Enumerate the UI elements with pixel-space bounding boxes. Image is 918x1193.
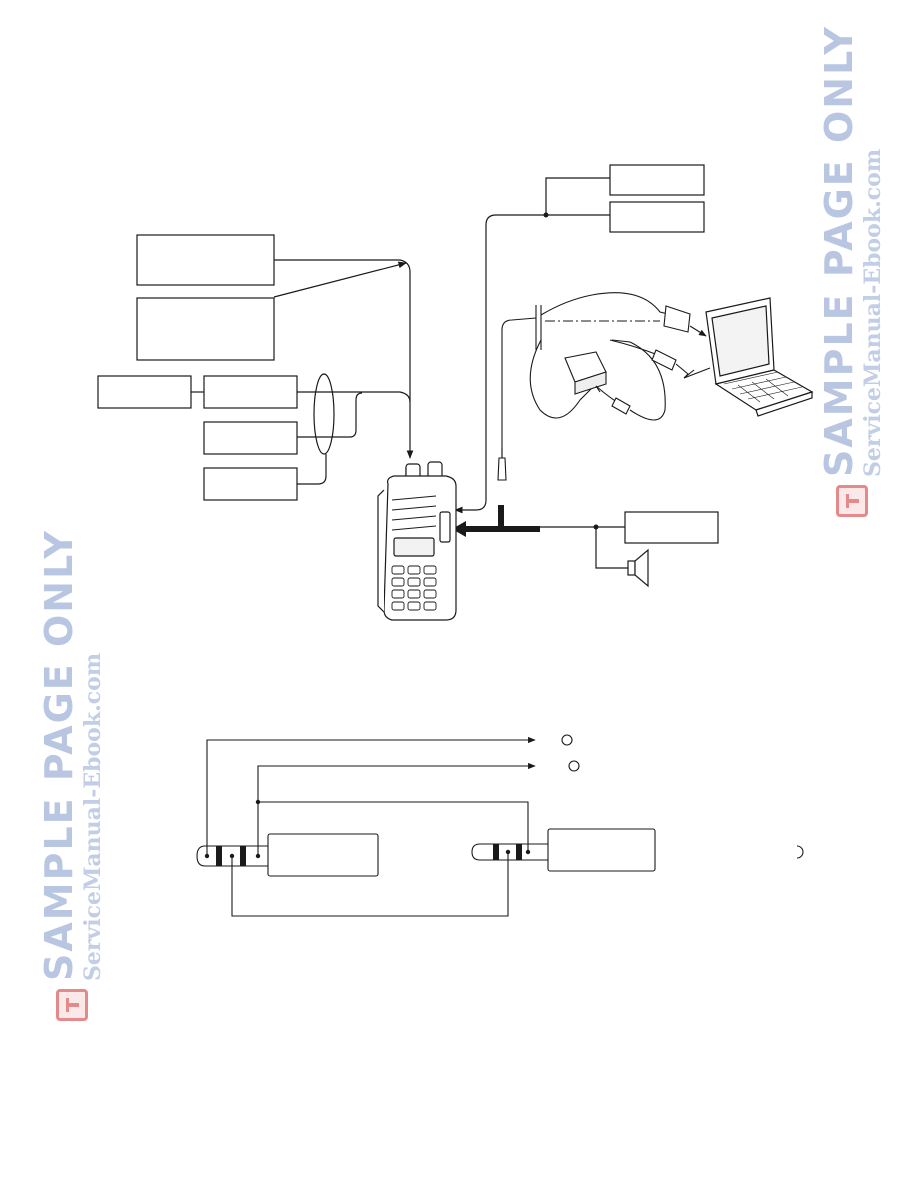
wire-pin4 <box>231 852 509 917</box>
line-box5-bundle <box>297 392 363 438</box>
side-jack-arrow <box>452 505 540 537</box>
watermark-right: SAMPLE PAGE ONLY ServiceManual-Ebook.com <box>817 25 886 517</box>
laptop-icon <box>705 297 814 417</box>
pin-marker-2 <box>568 760 580 772</box>
line-box2-radio <box>273 261 407 298</box>
watermark-line2: ServiceManual-Ebook.com <box>80 652 106 981</box>
label-box-8 <box>609 201 705 233</box>
speaker-icon <box>627 548 649 588</box>
manual-book-logo-icon <box>836 485 868 517</box>
watermark-line2: ServiceManual-Ebook.com <box>860 148 886 477</box>
label-box-9 <box>624 511 719 544</box>
line-box7-junction <box>545 177 610 215</box>
pin-marker-1 <box>561 734 573 746</box>
junction-dot-speaker <box>593 524 599 530</box>
pin-marker-3 <box>796 845 804 859</box>
bundle-ellipse <box>313 373 335 455</box>
wire-pin2 <box>257 762 536 856</box>
wire-pin1 <box>206 736 536 856</box>
line-box4-bundle <box>297 391 411 403</box>
plug-right <box>471 843 548 861</box>
label-box-6 <box>203 467 298 501</box>
plug-bands <box>216 844 522 866</box>
wire-pin3 <box>258 801 529 850</box>
label-box-2 <box>136 297 275 361</box>
plug-left-box <box>267 833 379 877</box>
label-box-5 <box>203 421 298 455</box>
label-box-7 <box>609 164 705 196</box>
watermark-line1: SAMPLE PAGE ONLY <box>37 529 81 981</box>
plug-right-box <box>547 828 656 872</box>
manual-book-logo-icon <box>56 989 88 1021</box>
watermark-line1: SAMPLE PAGE ONLY <box>817 25 861 477</box>
junction-dot-top <box>543 212 549 218</box>
label-box-3 <box>97 375 192 409</box>
programming-cable-set <box>497 292 711 481</box>
line-junction-radio <box>454 214 546 514</box>
label-box-1 <box>136 234 275 286</box>
plug-left <box>196 845 268 867</box>
watermark-left: SAMPLE PAGE ONLY ServiceManual-Ebook.com <box>37 529 106 1021</box>
line-speaker <box>595 527 628 569</box>
radio-transceiver <box>377 461 457 621</box>
line-box6-bundle <box>297 454 327 485</box>
line-box1-radio <box>274 259 414 459</box>
label-box-4 <box>203 375 298 409</box>
